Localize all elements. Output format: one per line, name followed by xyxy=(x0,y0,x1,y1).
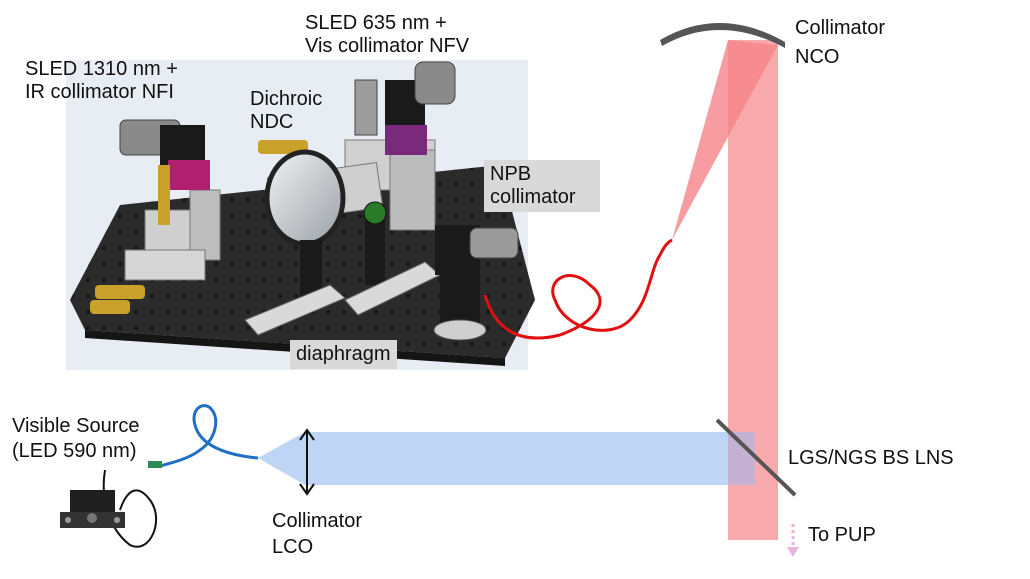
collimator-nco-label-line2: NCO xyxy=(795,46,840,68)
beam-overlap xyxy=(728,432,755,485)
blue-horizontal-beam xyxy=(258,432,755,485)
red-vertical-beam xyxy=(728,40,778,540)
diaphragm-mount xyxy=(244,201,487,341)
sled1310-label-line2: IR collimator NFI xyxy=(25,81,174,103)
collimator-lco-label-line2: LCO xyxy=(272,536,314,558)
collimator-nco-mirror xyxy=(660,22,785,48)
beamsplitter-lns xyxy=(715,418,797,497)
vis-collimator-mount xyxy=(258,61,456,231)
ir-collimator-mount xyxy=(90,119,221,314)
lgs-bs-label: LGS/NGS BS LNS xyxy=(788,447,954,469)
npb-label-line1: NPB xyxy=(490,163,532,185)
dichroic-label-line1: Dichroic xyxy=(250,88,323,110)
collimator-nco-label-line1: Collimator xyxy=(795,17,886,39)
visible-source-label-line2: (LED 590 nm) xyxy=(12,440,137,462)
npb-label-line2: collimator xyxy=(490,186,576,208)
collimator-lco-label-line1: Collimator xyxy=(272,510,363,532)
to-pup-arrow xyxy=(787,524,799,557)
red-fiber xyxy=(483,238,673,340)
blue-fiber xyxy=(159,404,259,468)
sled635-label-line2: Vis collimator NFV xyxy=(305,35,470,57)
to-pup-label: To PUP xyxy=(808,524,876,546)
dichroic-mirror xyxy=(264,149,384,247)
sled635-label-line1: SLED 635 nm + xyxy=(305,12,447,34)
fiber-connector xyxy=(148,461,162,468)
diaphragm-label: diaphragm xyxy=(290,340,397,369)
dichroic-label-line2: NDC xyxy=(250,111,294,133)
lco-double-arrow xyxy=(299,428,315,496)
led-source-device xyxy=(60,469,158,548)
red-cone-beam xyxy=(672,40,778,240)
npb-collimator xyxy=(435,225,519,275)
npb-collimator-label: NPB collimator xyxy=(484,160,600,212)
visible-source-label-line1: Visible Source xyxy=(12,415,140,437)
sled1310-label-line1: SLED 1310 nm + xyxy=(25,58,178,80)
